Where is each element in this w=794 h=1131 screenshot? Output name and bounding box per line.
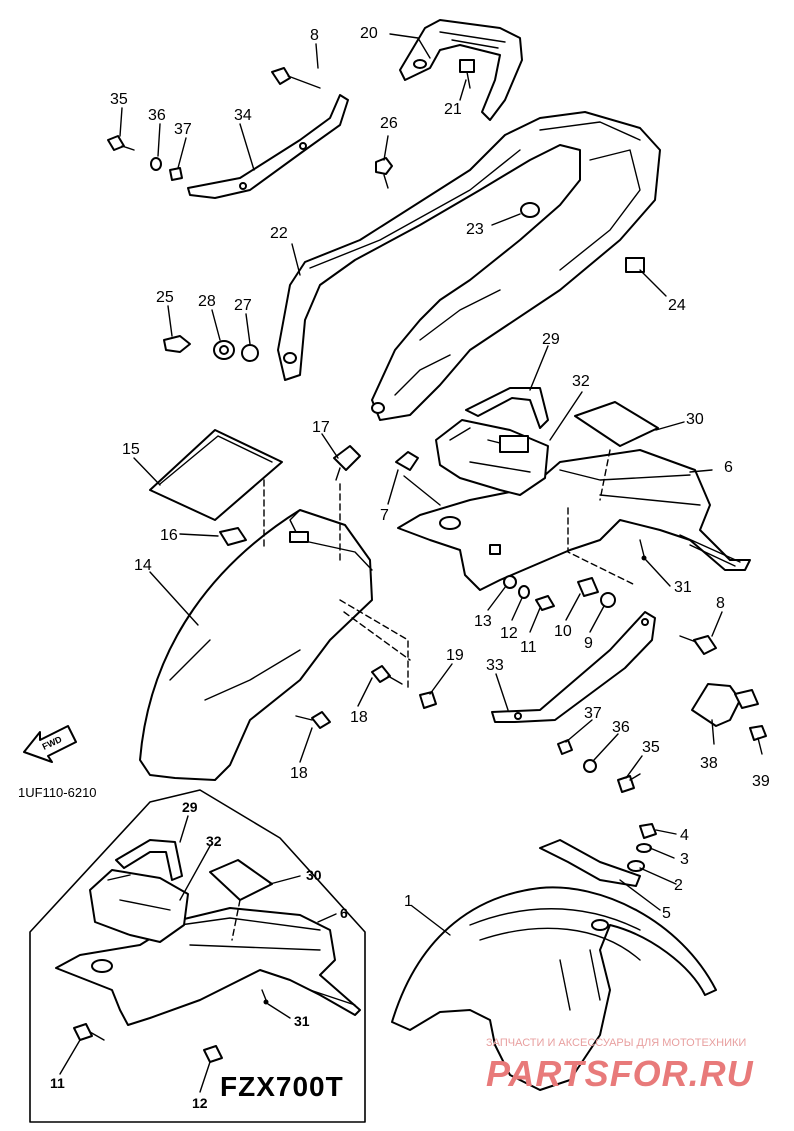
callout-34: 34 [234, 107, 252, 124]
part-23-grommet [520, 202, 540, 218]
part-7-damper [395, 451, 419, 471]
callout-23: 23 [466, 221, 484, 238]
inset-callout-12: 12 [192, 1095, 208, 1111]
part-14-rear-fender [139, 509, 373, 781]
part-1-front-fender [391, 886, 717, 1091]
part-33-stay [491, 611, 656, 723]
callout-35-top: 35 [110, 91, 128, 108]
callout-labels: 20 21 22 23 24 26 34 8 35 36 37 25 28 27… [50, 25, 770, 1111]
inset-callout-6: 6 [340, 905, 348, 921]
callout-18-a: 18 [350, 709, 368, 726]
callout-36-top: 36 [148, 107, 166, 124]
part-21-bolt [459, 59, 475, 89]
callout-14: 14 [134, 557, 152, 574]
part-code: 1UF110-6210 [18, 785, 97, 800]
callout-1: 1 [404, 893, 413, 910]
callout-31: 31 [674, 579, 692, 596]
callout-26: 26 [380, 115, 398, 132]
callout-4: 4 [680, 827, 689, 844]
callout-6: 6 [724, 459, 733, 476]
model-name: FZX700T [220, 1071, 344, 1102]
callout-2: 2 [674, 877, 683, 894]
fwd-arrow: FWD [23, 725, 77, 763]
callout-3: 3 [680, 851, 689, 868]
callout-5: 5 [662, 905, 671, 922]
part-15-plate [149, 429, 283, 521]
callout-12: 12 [500, 625, 518, 642]
part-19-nut [419, 691, 437, 709]
callout-17: 17 [312, 419, 330, 436]
callout-25: 25 [156, 289, 174, 306]
part-31-screw [639, 539, 647, 561]
callout-39: 39 [752, 773, 770, 790]
callout-29: 29 [542, 331, 560, 348]
part-20-grab-bar [399, 19, 523, 121]
fzx700t-inset [29, 789, 366, 1123]
parts-35-36-37-lower [557, 739, 641, 793]
part-16-cushion [219, 527, 247, 546]
callout-27: 27 [234, 297, 252, 314]
callout-7: 7 [380, 507, 389, 524]
callout-28: 28 [198, 293, 216, 310]
part-8-bolt-top [271, 67, 321, 89]
part-8-bolt-right [679, 635, 717, 655]
part-29-handle [465, 387, 549, 429]
callout-11: 11 [520, 639, 537, 656]
callout-36-lower: 36 [612, 719, 630, 736]
part-39-screw [749, 725, 767, 741]
parts-35-36-37-top [107, 135, 183, 181]
callout-37-top: 37 [174, 121, 192, 138]
callout-38: 38 [700, 755, 718, 772]
callout-19: 19 [446, 647, 464, 664]
callout-9: 9 [584, 635, 593, 652]
parts-2-3-4 [627, 823, 657, 872]
callout-32: 32 [572, 373, 590, 390]
callout-22: 22 [270, 225, 288, 242]
callout-13: 13 [474, 613, 492, 630]
part-34-stay [187, 94, 349, 199]
part-18-screws [295, 665, 403, 729]
callout-18-b: 18 [290, 765, 308, 782]
inset-callout-31: 31 [294, 1013, 310, 1029]
part-6-tail-cover [397, 449, 751, 591]
watermark-brand: PARTSFOR.RU [486, 1053, 754, 1094]
watermark-tagline: ЗАПЧАСТИ И АКСЕССУАРЫ ДЛЯ МОТОТЕХНИКИ [486, 1037, 746, 1049]
callout-24: 24 [668, 297, 686, 314]
callout-8-right: 8 [716, 595, 725, 612]
callout-20: 20 [360, 25, 378, 42]
part-17-clip [333, 445, 361, 481]
callout-33: 33 [486, 657, 504, 674]
callout-35-lower: 35 [642, 739, 660, 756]
callout-21: 21 [444, 101, 462, 118]
part-30-pad [574, 401, 659, 447]
callout-15: 15 [122, 441, 140, 458]
leader-lines [59, 33, 763, 1093]
part-22-rear-cowl [277, 111, 661, 421]
inset-callout-32: 32 [206, 833, 222, 849]
callout-8-top: 8 [310, 27, 319, 44]
callout-37-lower: 37 [584, 705, 602, 722]
part-24-clip [625, 257, 645, 273]
parts-25-28-27 [163, 335, 259, 362]
watermark: ЗАПЧАСТИ И АКСЕССУАРЫ ДЛЯ МОТОТЕХНИКИ PA… [486, 1037, 754, 1094]
inset-callout-29: 29 [182, 799, 198, 815]
part-38-bracket [691, 683, 759, 727]
part-32-tool-tray [435, 419, 549, 496]
parts-9-to-13 [503, 575, 616, 611]
inset-callout-11: 11 [50, 1075, 65, 1091]
assembly-dashed-lines-center [567, 449, 636, 586]
part-5-bracket [539, 839, 641, 887]
callout-16: 16 [160, 527, 178, 544]
part-26-bolt [375, 157, 393, 189]
callout-10: 10 [554, 623, 572, 640]
assembly-dashed-lines-left [263, 479, 411, 691]
inset-callout-30: 30 [306, 867, 322, 883]
callout-30: 30 [686, 411, 704, 428]
